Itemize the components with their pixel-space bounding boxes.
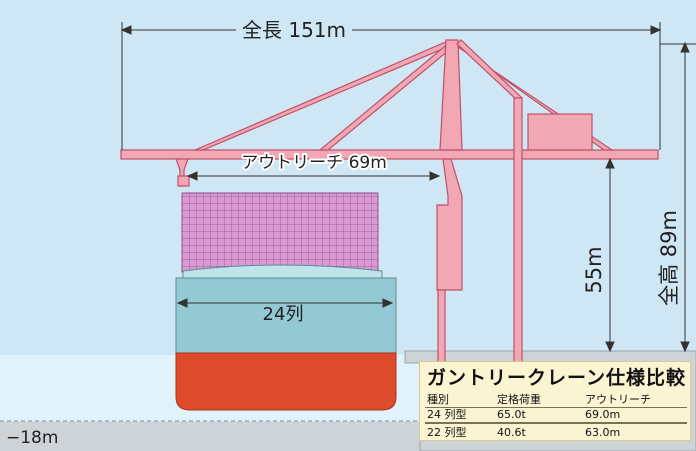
dimension-lines [120, 22, 696, 353]
row-load: 40.6t [497, 426, 526, 439]
table-divider [425, 422, 687, 424]
spec-table-title: ガントリークレーン仕様比較 [427, 367, 687, 389]
water-depth-label: −18m [6, 428, 58, 448]
row-type: 22 列型 [427, 426, 467, 439]
outreach-label: アウトリーチ 69m [241, 153, 387, 173]
header-type: 種別 [427, 393, 449, 406]
table-row: 22 列型 40.6t 63.0m [425, 425, 687, 440]
header-load: 定格荷重 [497, 393, 541, 406]
front-leg-lower [437, 289, 446, 363]
spec-table: ガントリークレーン仕様比較 種別 定格荷重 アウトリーチ 24 列型 65.0t… [419, 361, 691, 441]
ship-deck [182, 264, 383, 280]
table-row: 24 列型 65.0t 69.0m [425, 407, 687, 423]
container-stack [181, 192, 379, 273]
row-type: 24 列型 [427, 408, 467, 421]
overall-length-label: 全長 151m [242, 18, 346, 42]
boom-tie-long [194, 40, 454, 151]
row-outreach: 69.0m [585, 408, 621, 421]
gantry-crane [120, 39, 659, 363]
spreader-block [177, 175, 190, 187]
rear-leg [513, 97, 523, 363]
rear-strut [456, 39, 523, 102]
spec-table-header: 種別 定格荷重 アウトリーチ [425, 392, 687, 408]
apex-tower [439, 39, 463, 151]
seabed [0, 422, 420, 451]
front-leg [436, 158, 463, 291]
row-load: 65.0t [497, 408, 526, 421]
lift-height-label: 55m [582, 246, 606, 293]
header-outreach: アウトリーチ [585, 393, 651, 406]
crane-boom [120, 149, 659, 160]
vessel-width-label: 24列 [263, 304, 304, 325]
ship-hull-lower [175, 352, 397, 411]
machinery-house [527, 113, 593, 151]
boom-tie-short [318, 41, 455, 151]
row-outreach: 63.0m [585, 426, 621, 439]
overall-height-label: 全高 89m [657, 210, 681, 306]
